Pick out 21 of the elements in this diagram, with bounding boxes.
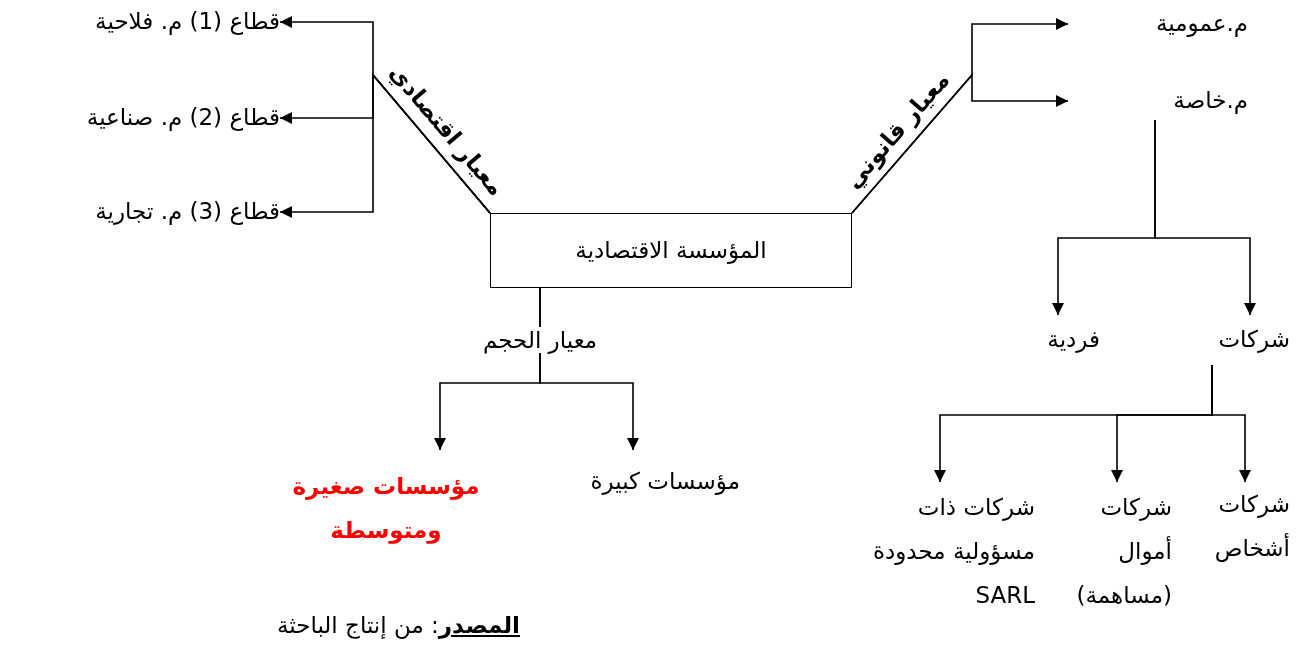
edge-label: معيار اقتصادي <box>384 59 510 201</box>
category-label: شركات أموال (مساهمة) <box>1060 482 1172 622</box>
category-label: مؤسسات صغيرة ومتوسطة <box>270 450 502 568</box>
edge-label: معيار قانوني <box>839 66 955 194</box>
arrow <box>1052 119 1156 316</box>
category-label: قطاع (1) م. فلاحية <box>0 4 280 40</box>
category-label: شركات ذات مسؤولية محدودة SARL <box>830 482 1035 622</box>
source-caption: المصدر: من إنتاج الباحثة <box>275 612 520 638</box>
category-label: م.عمومية <box>1068 5 1248 43</box>
process-box: المؤسسة الاقتصادية <box>490 213 852 288</box>
category-label: شركات أشخاص <box>1180 482 1290 572</box>
arrow <box>279 16 491 214</box>
arrow <box>434 287 541 451</box>
category-label: فردية <box>1000 315 1100 365</box>
arrow <box>934 364 1213 483</box>
category-label: شركات <box>1185 315 1290 365</box>
arrow <box>851 72 1069 214</box>
category-label: م.خاصة <box>1068 82 1248 120</box>
category-label: قطاع (3) م. تجارية <box>0 194 280 230</box>
category-label: قطاع (2) م. صناعية <box>0 100 280 136</box>
category-label: مؤسسات كبيرة <box>540 450 740 514</box>
